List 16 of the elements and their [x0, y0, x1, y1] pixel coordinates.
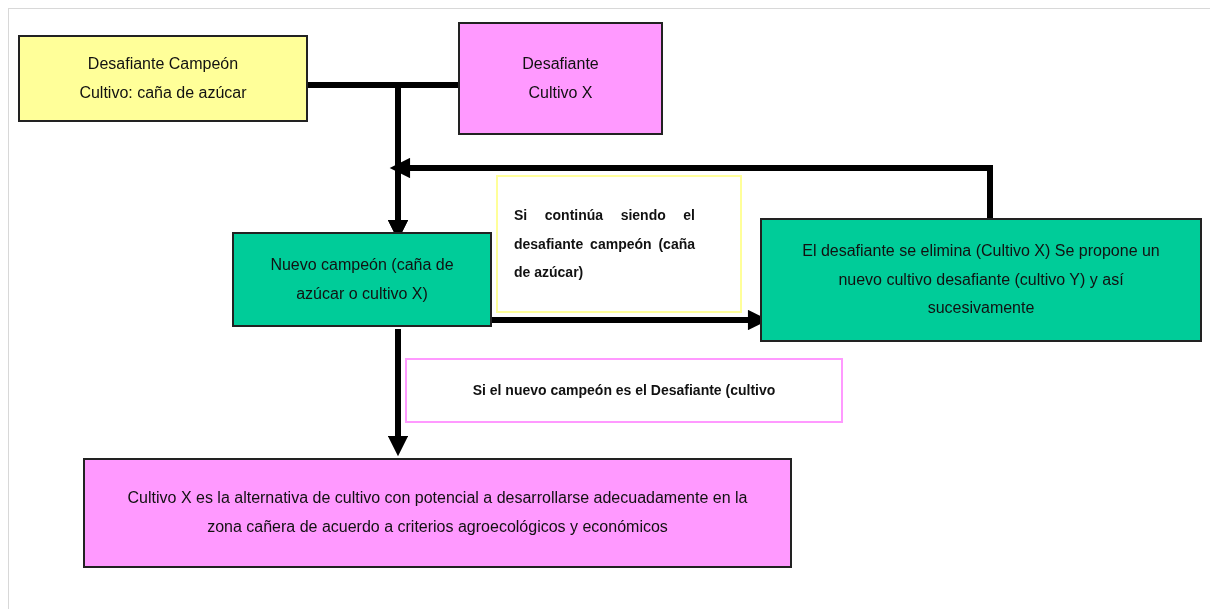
process-box — [232, 232, 492, 327]
box-text: Desafiante Cultivo X — [521, 53, 600, 103]
arrow — [387, 329, 409, 457]
box-text: Cultivo X es la alternativa de cultivo con potencial a desarrollarse adecuadamente en la zona cañera de acuerdo a criterios agroecológicos y económicos — [126, 488, 749, 537]
box-text: Desafiante Campeón Cultivo: caña de azúcar — [78, 53, 248, 103]
box-text: El desafiante se elimina (Cultivo X) Se propone un nuevo cultivo desafiante (cultivo Y) y así sucesivamente — [801, 240, 1161, 319]
note-box — [405, 358, 843, 423]
condition-text: Si continúa siendo el desafiante campeón (caña de azúcar) — [514, 205, 695, 283]
process-box — [18, 35, 308, 122]
process-box — [458, 22, 663, 135]
condition-text: Si el nuevo campeón es el Desafiante (cultivo — [472, 381, 776, 401]
note-box — [496, 175, 742, 313]
process-box — [760, 218, 1202, 342]
process-box — [83, 458, 792, 568]
box-text: Nuevo campeón (caña de azúcar o cultivo X) — [269, 254, 455, 304]
arrow — [389, 157, 993, 218]
